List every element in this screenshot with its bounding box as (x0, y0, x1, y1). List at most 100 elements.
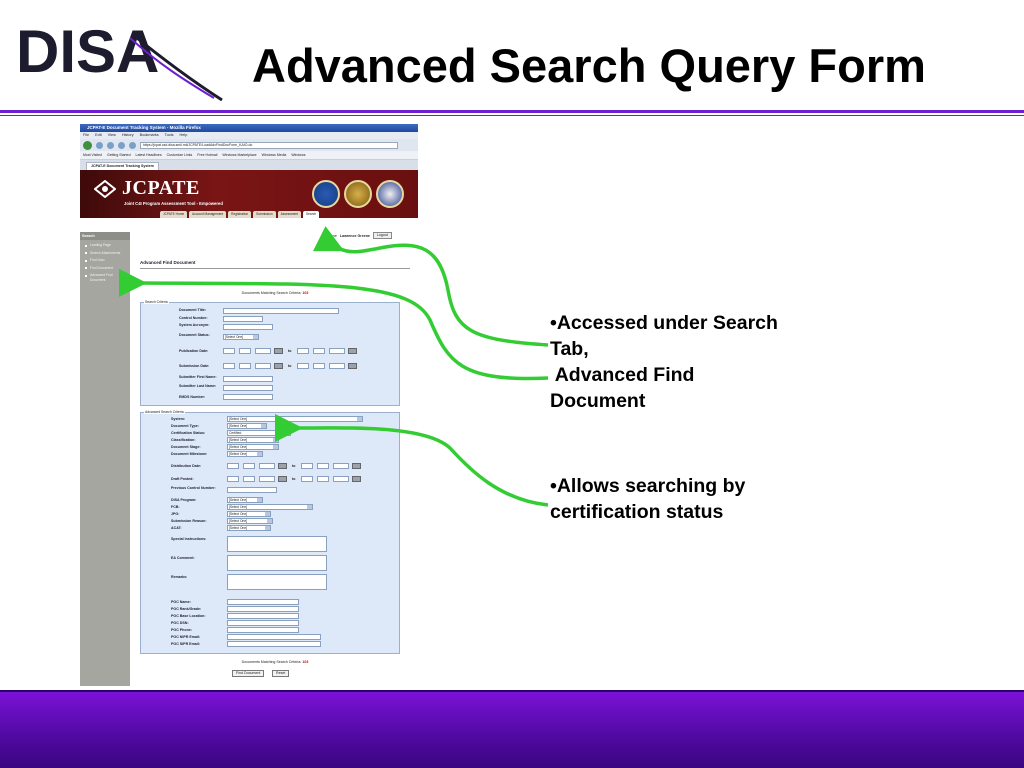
forward-arrow-icon[interactable] (96, 141, 103, 149)
disa-program-select[interactable]: [Select One] (227, 497, 263, 503)
pub-date-from-month[interactable] (223, 348, 235, 354)
reset-button[interactable]: Reset (272, 670, 290, 677)
sidebar-item-advanced-find-document[interactable]: Advanced Find Document (80, 270, 130, 282)
document-milestone-label: Document Milestone: (171, 452, 208, 456)
url-bar[interactable]: https://jcpat.csd.disa.smil.mil/JCPATE/L… (140, 141, 398, 149)
acat-select[interactable]: [Select One] (227, 525, 271, 531)
menu-tools[interactable]: Tools (164, 133, 174, 137)
dist-date-to-day[interactable] (317, 463, 329, 469)
dist-date-to-year[interactable] (333, 463, 349, 469)
browser-tab-strip: JCPAT-E Document Tracking System (80, 160, 418, 170)
menu-bookmarks[interactable]: Bookmarks (139, 133, 159, 137)
poc-rank-input[interactable] (227, 606, 299, 612)
calendar-icon[interactable] (278, 476, 287, 482)
ea-comment-textarea[interactable] (227, 555, 327, 571)
poc-nipr-input[interactable] (227, 634, 321, 640)
system-select[interactable]: [Select One] (227, 416, 363, 422)
jpg-select[interactable]: [Select One] (227, 511, 271, 517)
emds-number-input[interactable] (223, 394, 273, 400)
tab-registration[interactable]: Registration (228, 211, 252, 218)
pub-date-to-day[interactable] (313, 348, 325, 354)
ea-comment-label: EA Comment: (171, 556, 195, 560)
tab-submission[interactable]: Submission (253, 211, 276, 218)
menu-history[interactable]: History (121, 133, 134, 137)
draft-from-month[interactable] (227, 476, 239, 482)
bookmark-item[interactable]: Customize Links (166, 153, 193, 157)
draft-to-day[interactable] (317, 476, 329, 482)
document-stage-select[interactable]: [Select One] (227, 444, 279, 450)
pub-date-to-month[interactable] (297, 348, 309, 354)
menu-edit[interactable]: Edit (95, 133, 102, 137)
control-number-input[interactable] (223, 316, 263, 322)
pub-date-from-year[interactable] (255, 348, 271, 354)
draft-to-year[interactable] (333, 476, 349, 482)
dist-date-to-month[interactable] (301, 463, 313, 469)
tab-assessment[interactable]: Assessment (277, 211, 302, 218)
dist-date-from-day[interactable] (243, 463, 255, 469)
home-icon[interactable] (129, 141, 136, 149)
tab-account-management[interactable]: Account Management (189, 211, 227, 218)
bookmark-item[interactable]: Free Hotmail (197, 153, 218, 157)
menu-help[interactable]: Help (179, 133, 188, 137)
submitter-last-input[interactable] (223, 385, 273, 391)
special-instructions-textarea[interactable] (227, 536, 327, 552)
find-document-button[interactable]: Find Document (232, 670, 265, 677)
certification-status-select[interactable]: Certified (227, 430, 291, 436)
pub-date-from-day[interactable] (239, 348, 251, 354)
bookmark-item[interactable]: Latest Headlines (135, 153, 162, 157)
poc-base-input[interactable] (227, 613, 299, 619)
poc-name-input[interactable] (227, 599, 299, 605)
submission-reason-select[interactable]: [Select One] (227, 518, 273, 524)
sub-date-from-day[interactable] (239, 363, 251, 369)
poc-sipr-input[interactable] (227, 641, 321, 647)
document-milestone-select[interactable]: [Select One] (227, 451, 263, 457)
document-status-select[interactable]: [Select One] (223, 334, 259, 340)
calendar-icon[interactable] (274, 363, 283, 369)
bookmark-item[interactable]: Windows Marketplace (222, 153, 257, 157)
calendar-icon[interactable] (278, 463, 287, 469)
browser-tab[interactable]: JCPAT-E Document Tracking System (86, 162, 159, 170)
pub-date-to-year[interactable] (329, 348, 345, 354)
poc-phone-input[interactable] (227, 627, 299, 633)
remarks-textarea[interactable] (227, 574, 327, 590)
calendar-icon[interactable] (352, 463, 361, 469)
classification-select[interactable]: [Select One] (227, 437, 279, 443)
logout-button[interactable]: Logout (372, 232, 392, 239)
sidebar-item-find-document[interactable]: Find Document (80, 263, 130, 271)
calendar-icon[interactable] (348, 363, 357, 369)
draft-to-month[interactable] (301, 476, 313, 482)
poc-dsn-input[interactable] (227, 620, 299, 626)
sidebar-item-landing-page[interactable]: Landing Page (80, 240, 130, 248)
tab-search[interactable]: Search (303, 211, 320, 218)
back-arrow-icon[interactable] (83, 140, 92, 150)
menu-view[interactable]: View (107, 133, 116, 137)
tab-home[interactable]: JCPATE Home (160, 211, 188, 218)
draft-from-year[interactable] (259, 476, 275, 482)
reload-icon[interactable] (107, 141, 114, 149)
submitter-first-input[interactable] (223, 376, 273, 382)
bookmark-item[interactable]: Windows (291, 153, 306, 157)
sub-date-to-day[interactable] (313, 363, 325, 369)
calendar-icon[interactable] (348, 348, 357, 354)
system-acronym-input[interactable] (223, 324, 273, 330)
dist-date-from-year[interactable] (259, 463, 275, 469)
menu-file[interactable]: File (83, 133, 90, 137)
sub-date-to-month[interactable] (297, 363, 309, 369)
draft-from-day[interactable] (243, 476, 255, 482)
bookmark-item[interactable]: Getting Started (107, 153, 131, 157)
sidebar-item-find-user[interactable]: Find User (80, 255, 130, 263)
bookmark-item[interactable]: Windows Media (261, 153, 287, 157)
calendar-icon[interactable] (352, 476, 361, 482)
document-title-input[interactable] (223, 308, 339, 314)
document-type-select[interactable]: [Select One] (227, 423, 267, 429)
stop-icon[interactable] (118, 141, 125, 149)
calendar-icon[interactable] (274, 348, 283, 354)
sub-date-from-month[interactable] (223, 363, 235, 369)
bookmark-item[interactable]: Most Visited (83, 153, 102, 157)
sub-date-to-year[interactable] (329, 363, 345, 369)
sidebar-item-search-attachments[interactable]: Search Attachments (80, 248, 130, 256)
dist-date-from-month[interactable] (227, 463, 239, 469)
fcb-select[interactable]: [Select One] (227, 504, 313, 510)
sub-date-from-year[interactable] (255, 363, 271, 369)
previous-control-input[interactable] (227, 487, 277, 493)
